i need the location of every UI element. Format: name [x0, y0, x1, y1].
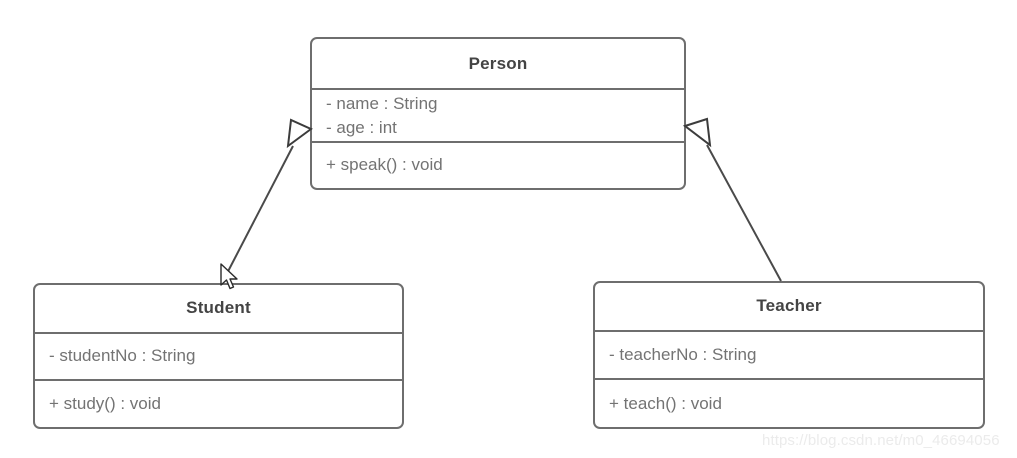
uml-class-person[interactable]: Person - name : String - age : int + spe…	[310, 37, 686, 190]
methods-compartment-person: + speak() : void	[312, 143, 684, 188]
attribute-row: - age : int	[326, 117, 397, 137]
class-title-student: Student	[186, 298, 251, 318]
method-row: + speak() : void	[326, 155, 443, 175]
uml-class-teacher[interactable]: Teacher - teacherNo : String + teach() :…	[593, 281, 985, 429]
method-row: + teach() : void	[609, 393, 722, 413]
class-divider	[595, 378, 983, 381]
attribute-row: - studentNo : String	[49, 346, 196, 366]
attribute-row: - name : String	[326, 93, 438, 113]
attribute-row: - teacherNo : String	[609, 345, 757, 364]
class-divider	[595, 329, 983, 332]
class-title-person: Person	[468, 53, 528, 73]
class-divider	[312, 88, 684, 91]
attributes-compartment-student: - studentNo : String	[35, 334, 402, 380]
class-divider	[35, 331, 402, 334]
class-title-teacher: Teacher	[756, 296, 822, 316]
watermark-text: https://blog.csdn.net/m0_46694056	[762, 432, 1000, 449]
uml-class-student[interactable]: Student - studentNo : String + study() :…	[33, 283, 404, 429]
class-divider	[35, 379, 402, 382]
methods-compartment-student: + study() : void	[35, 381, 402, 427]
class-divider	[312, 140, 684, 143]
attributes-compartment-person: - name : String - age : int	[312, 90, 684, 140]
methods-compartment-teacher: + teach() : void	[595, 380, 983, 427]
attributes-compartment-teacher: - teacherNo : String	[595, 332, 983, 379]
generalization-arrowhead-student-person	[286, 118, 313, 149]
method-row: + study() : void	[49, 394, 161, 414]
mouse-pointer-icon	[220, 263, 238, 290]
generalization-line-teacher-person	[706, 144, 782, 282]
generalization-arrowhead-teacher-person	[682, 117, 712, 148]
